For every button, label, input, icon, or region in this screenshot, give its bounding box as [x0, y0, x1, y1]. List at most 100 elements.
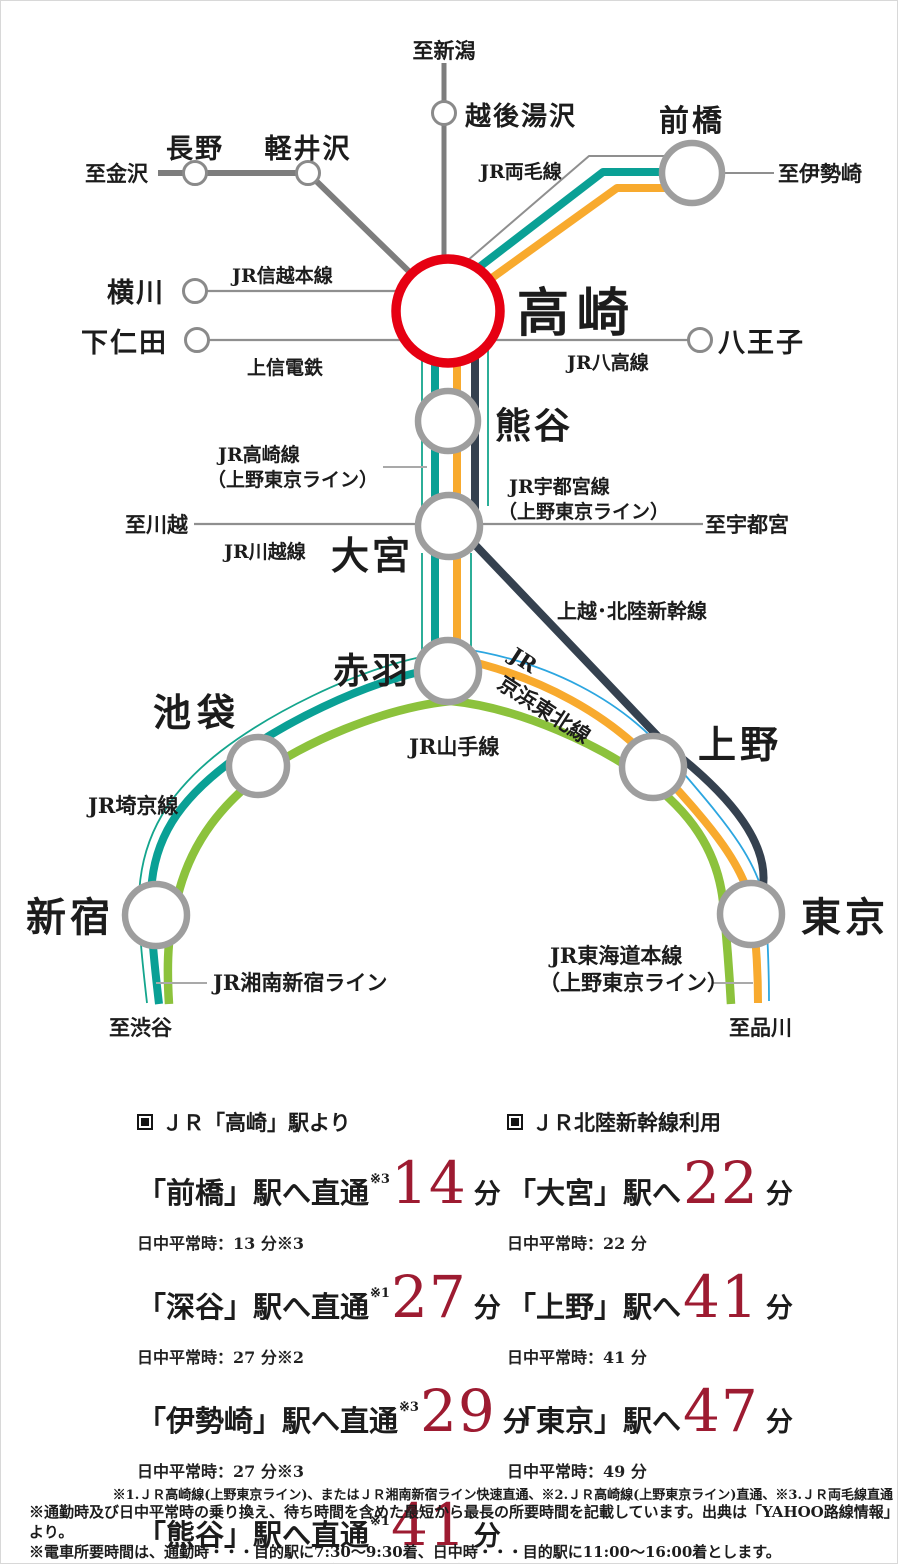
station-circle-omiya: [414, 491, 484, 561]
minutes-unit: 分: [765, 1293, 793, 1324]
station-label-kumagaya: 熊谷: [495, 405, 573, 447]
direction-label-shinagawa: 至品川: [729, 1015, 792, 1040]
line-label-shinetsu: JR信越本線: [230, 264, 333, 287]
footnote-marks-line: ※1.ＪＲ高崎線(上野東京ライン)、またはＪＲ湘南新宿ライン快速直通、※2.ＪＲ…: [112, 1488, 893, 1503]
minutes-unit: 分: [473, 1521, 501, 1552]
line-label-tokaido-2: （上野東京ライン）: [539, 970, 728, 995]
destination-label: 「上野」駅へ: [507, 1290, 682, 1324]
minutes-value: 27: [390, 1263, 467, 1331]
minutes-unit: 分: [473, 1293, 501, 1324]
footnote-notes-block: ※通勤時及び日中平常時の乗り換え、待ち時間を含めた最短から最長の所要時間を記載し…: [29, 1503, 897, 1563]
minutes-unit: 分: [473, 1179, 501, 1210]
station-circle-hachioji: [687, 327, 713, 353]
minutes-value: 41: [683, 1263, 759, 1331]
daytime-note: 日中平常時：41 分: [507, 1348, 647, 1367]
station-label-nagano: 長野: [166, 134, 224, 165]
station-label-karuizawa: 軽井沢: [265, 134, 352, 165]
footnote-note-3: また、時間帯により所要時間は異なります。（2023年11月調べ）: [29, 1562, 897, 1563]
station-circle-shinjuku: [121, 880, 191, 950]
daytime-note: 日中平常時：13 分※3: [137, 1234, 304, 1253]
destination-label: 「前橋」駅へ直通: [137, 1176, 370, 1210]
station-circle-ueno: [618, 732, 688, 802]
line-label-saikyo: JR埼京線: [86, 793, 178, 818]
line-label-ryomo: JR両毛線: [478, 160, 562, 183]
station-circle-nagano: [182, 160, 208, 186]
destination-label: 「東京」駅へ: [507, 1404, 682, 1438]
destination-label: 「大宮」駅へ: [507, 1176, 682, 1210]
footnote-note-1: ※通勤時及び日中平常時の乗り換え、待ち時間を含めた最短から最長の所要時間を記載し…: [29, 1503, 892, 1541]
times-header-left: ＪＲ「高崎」駅より: [137, 1107, 507, 1137]
line-label-utsunomiya-2: （上野東京ライン）: [498, 500, 669, 523]
line-label-joshin: 上信電鉄: [247, 356, 323, 379]
station-circle-yokokawa: [182, 278, 208, 304]
footnote-note-2: ※電車所要時間は、通勤時・・・目的駅に7:30～9:30着、日中時・・・目的駅に…: [29, 1542, 781, 1561]
footnote-mark: ※3: [370, 1172, 390, 1187]
station-label-hachioji: 八王子: [718, 328, 805, 359]
times-header-left-label: ＪＲ「高崎」駅より: [162, 1110, 351, 1135]
destination-label: 「熊谷」駅へ直通: [137, 1518, 370, 1552]
daytime-note: 日中平常時：22 分: [507, 1234, 647, 1253]
station-label-takasaki: 高崎: [517, 283, 637, 344]
daytime-note: 日中平常時：27 分※2: [137, 1348, 304, 1367]
station-label-tokyo: 東京: [801, 894, 889, 941]
footnote-mark: ※3: [399, 1400, 419, 1415]
station-label-shinjuku: 新宿: [26, 894, 114, 941]
daytime-note: 日中平常時：27 分※3: [137, 1462, 304, 1481]
line-label-shonan: JR湘南新宿ライン: [211, 970, 387, 995]
line-label-hachiko: JR八高線: [565, 351, 649, 374]
direction-label-shibuya: 至渋谷: [109, 1015, 173, 1040]
minutes-value: 14: [390, 1149, 467, 1217]
line-label-yamanote: JR山手線: [407, 734, 499, 759]
times-header-right: ＪＲ北陸新幹線利用: [507, 1107, 877, 1137]
station-label-akabane: 赤羽: [333, 650, 411, 692]
ryomo-direct-teal-line: [453, 168, 676, 289]
destination-label: 「深谷」駅へ直通: [137, 1290, 370, 1324]
ryomo-line: [452, 155, 676, 274]
station-label-ueno: 上野: [698, 722, 782, 767]
destination-label: 「伊勢崎」駅へ直通: [137, 1404, 399, 1438]
route-diagram: 至新潟 至金沢 至伊勢崎 至川越 至宇都宮 至渋谷 至品川 高崎 前橋 越後湯沢…: [26, 38, 889, 1040]
line-label-shinkansen: 上越･北陸新幹線: [557, 599, 707, 623]
station-label-omiya: 大宮: [331, 533, 413, 578]
station-circle-karuizawa: [295, 160, 321, 186]
line-label-utsunomiya-1: JR宇都宮線: [507, 475, 610, 498]
station-circle-kumagaya: [414, 387, 482, 455]
footnote-mark: ※1: [370, 1514, 390, 1529]
station-circle-maebashi: [658, 139, 726, 207]
direction-label-kanazawa: 至金沢: [85, 161, 149, 186]
direction-label-niigata: 至新潟: [413, 38, 476, 63]
line-label-takasaki-line-2: （上野東京ライン）: [207, 468, 378, 491]
direction-label-kawagoe: 至川越: [125, 512, 189, 537]
direction-label-isesaki: 至伊勢崎: [778, 161, 862, 186]
section-square-icon: [507, 1114, 523, 1130]
minutes-value: 29: [419, 1377, 496, 1445]
minutes-unit: 分: [502, 1407, 530, 1438]
line-label-kawagoe: JR川越線: [222, 540, 306, 563]
direction-label-utsunomiya: 至宇都宮: [705, 512, 789, 537]
minutes-unit: 分: [765, 1407, 793, 1438]
station-circle-shimonita: [184, 327, 210, 353]
station-circle-takasaki: [391, 254, 505, 368]
ryomo-direct-yellow-line: [461, 184, 676, 302]
station-label-yokokawa: 横川: [107, 278, 165, 309]
station-circle-akabane: [413, 636, 483, 706]
station-label-maebashi: 前橋: [659, 104, 725, 139]
daytime-note: 日中平常時：49 分: [507, 1462, 647, 1481]
station-circle-tokyo: [716, 879, 786, 949]
minutes-unit: 分: [765, 1179, 793, 1210]
line-label-takasaki-line-1: JR高崎線: [216, 443, 300, 466]
station-circle-ikebukuro: [225, 733, 291, 799]
station-label-ikebukuro: 池袋: [153, 690, 241, 735]
footnote-mark: ※1: [370, 1286, 390, 1301]
line-label-tokaido-1: JR東海道本線: [548, 943, 682, 968]
station-circle-echigo-yuzawa: [431, 100, 457, 126]
